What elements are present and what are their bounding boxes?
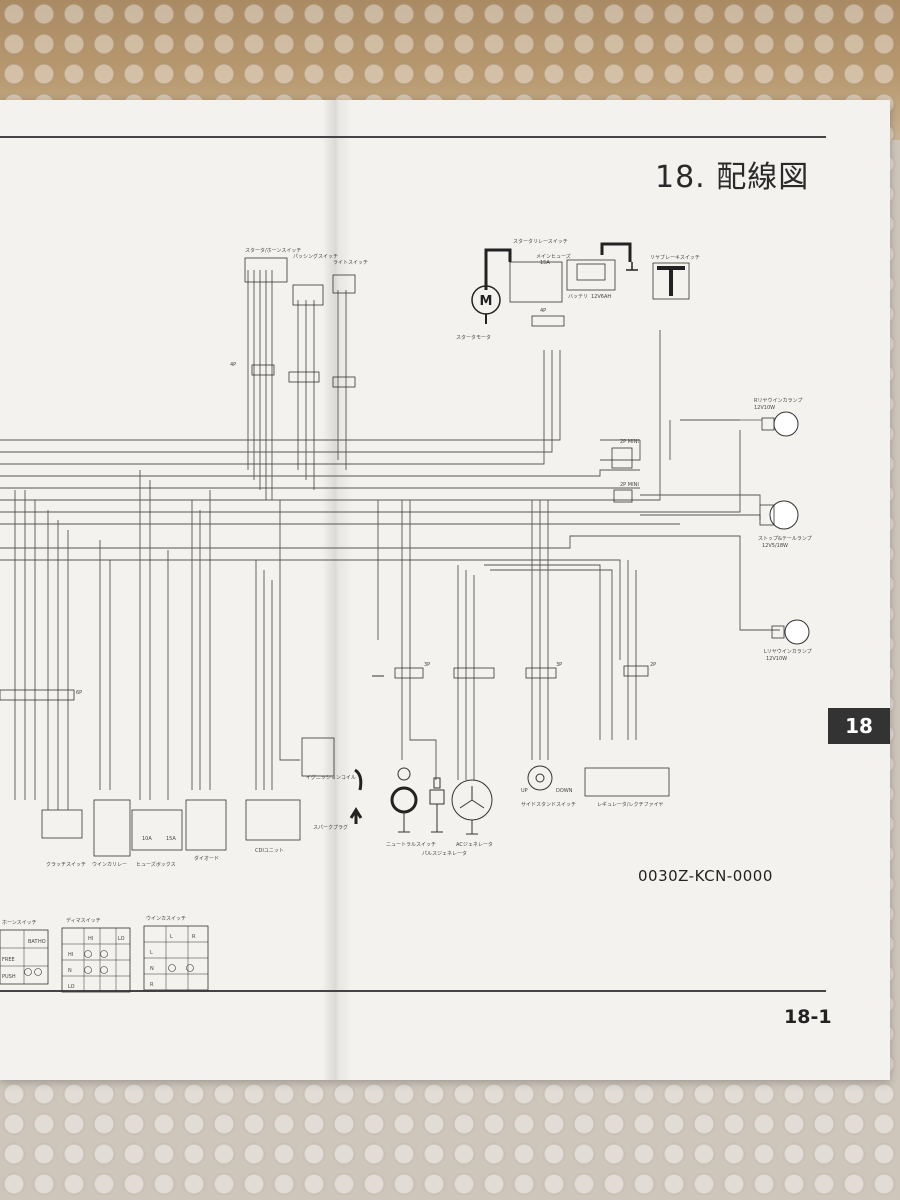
svg-text:ウインカスイッチ: ウインカスイッチ: [146, 915, 186, 922]
svg-text:L: L: [170, 934, 173, 940]
svg-text:パッシングスイッチ: パッシングスイッチ: [293, 253, 338, 260]
svg-text:15A: 15A: [540, 260, 550, 266]
svg-text:イグニッションコイル: イグニッションコイル: [306, 774, 356, 781]
svg-text:HI: HI: [88, 936, 93, 942]
svg-text:2P MINI: 2P MINI: [620, 482, 639, 488]
svg-text:N: N: [68, 968, 72, 974]
svg-text:クラッチスイッチ: クラッチスイッチ: [46, 862, 86, 868]
svg-text:LO: LO: [118, 936, 125, 942]
svg-text:BAT: BAT: [28, 939, 38, 945]
svg-text:2P: 2P: [650, 662, 656, 668]
svg-text:10A: 10A: [142, 836, 152, 842]
svg-text:12V5/18W: 12V5/18W: [762, 543, 788, 549]
svg-text:Rリヤウインカランプ: Rリヤウインカランプ: [754, 397, 802, 404]
diagram-labels: スタータ/ホーンスイッチ パッシングスイッチ ライトスイッチ スタータリレースイ…: [2, 238, 812, 990]
page-gutter: [322, 100, 352, 1080]
svg-text:HI: HI: [68, 952, 73, 958]
wire-harness-h6: [0, 330, 661, 501]
wire-harness-h4: [0, 469, 640, 477]
svg-text:6P: 6P: [76, 690, 82, 696]
bottom-rule: [0, 990, 826, 992]
pulse-generator: [429, 777, 445, 832]
svg-text:3P: 3P: [556, 662, 562, 668]
svg-text:バッテリ: バッテリ: [568, 294, 588, 300]
svg-text:LO: LO: [68, 984, 75, 990]
svg-text:12V6AH: 12V6AH: [591, 294, 611, 300]
svg-text:UP: UP: [521, 788, 528, 794]
wire-harness-h1: [0, 350, 561, 441]
svg-text:スタータリレースイッチ: スタータリレースイッチ: [513, 238, 568, 245]
spark-plug: [349, 768, 363, 824]
svg-text:ライトスイッチ: ライトスイッチ: [333, 260, 368, 266]
svg-text:L: L: [150, 950, 153, 956]
ac-generator: [451, 779, 493, 834]
svg-text:パルスジェネレータ: パルスジェネレータ: [422, 850, 467, 857]
top-rule: [0, 136, 826, 138]
svg-text:CDIユニット: CDIユニット: [255, 848, 284, 854]
svg-text:12V10W: 12V10W: [754, 405, 775, 411]
wire-harness-h9: [0, 535, 780, 631]
lamp-rear-winker-left: [771, 619, 810, 645]
svg-text:2P MINI: 2P MINI: [620, 439, 639, 445]
lamp-stop-tail: [759, 500, 799, 530]
svg-text:ストップ&テールランプ: ストップ&テールランプ: [758, 536, 812, 542]
wire-harness-h10: [0, 559, 621, 660]
svg-text:ヒューズボックス: ヒューズボックス: [136, 861, 176, 868]
svg-text:DOWN: DOWN: [556, 788, 573, 794]
ground-symbols: [372, 675, 478, 835]
svg-text:R: R: [150, 982, 154, 988]
svg-text:スタータモータ: スタータモータ: [456, 334, 491, 341]
wire-harness-h7: [0, 430, 741, 513]
svg-text:ニュートラルスイッチ: ニュートラルスイッチ: [386, 842, 436, 848]
svg-text:3P: 3P: [424, 662, 430, 668]
svg-text:ホーンスイッチ: ホーンスイッチ: [2, 920, 37, 926]
battery-cable: [484, 248, 512, 290]
manual-page: [0, 100, 890, 1080]
svg-text:スタータ/ホーンスイッチ: スタータ/ホーンスイッチ: [245, 247, 301, 254]
wire-harness-h2: [0, 350, 553, 453]
starter-motor: M: [471, 285, 501, 324]
svg-text:FREE: FREE: [2, 957, 15, 963]
chapter-title: 18. 配線図: [655, 160, 810, 195]
svg-text:ディマスイッチ: ディマスイッチ: [66, 917, 101, 924]
page-number: 18-1: [784, 1006, 832, 1028]
motor-symbol: M: [480, 294, 493, 309]
svg-text:ウインカリレー: ウインカリレー: [92, 861, 127, 868]
svg-text:リヤブレーキスイッチ: リヤブレーキスイッチ: [650, 254, 700, 261]
svg-text:R: R: [192, 934, 196, 940]
part-code: 0030Z-KCN-0000: [638, 867, 773, 885]
svg-text:スパークプラグ: スパークプラグ: [313, 824, 348, 831]
tilt-switch: [657, 266, 685, 296]
svg-text:メインヒューズ: メインヒューズ: [536, 253, 571, 260]
svg-text:12V10W: 12V10W: [766, 656, 787, 662]
svg-text:HO: HO: [38, 939, 46, 945]
svg-text:PUSH: PUSH: [2, 974, 16, 980]
section-tab[interactable]: 18: [828, 708, 890, 744]
svg-text:ACジェネレータ: ACジェネレータ: [456, 841, 493, 848]
svg-text:サイドスタンドスイッチ: サイドスタンドスイッチ: [521, 801, 576, 808]
svg-text:4P: 4P: [540, 308, 546, 314]
svg-text:15A: 15A: [166, 836, 176, 842]
lamp-rear-winker-right: [740, 411, 799, 437]
svg-text:レギュレータ/レクチファイヤ: レギュレータ/レクチファイヤ: [597, 801, 663, 808]
neutral-switch: [390, 767, 418, 832]
wire-harness-h3: [0, 350, 545, 465]
svg-text:4P: 4P: [230, 362, 236, 368]
svg-text:Lリヤウインカランプ: Lリヤウインカランプ: [764, 648, 812, 655]
svg-text:N: N: [150, 966, 154, 972]
battery: [576, 262, 638, 281]
svg-text:ダイオード: ダイオード: [194, 855, 219, 862]
side-stand-switch: [527, 765, 553, 791]
